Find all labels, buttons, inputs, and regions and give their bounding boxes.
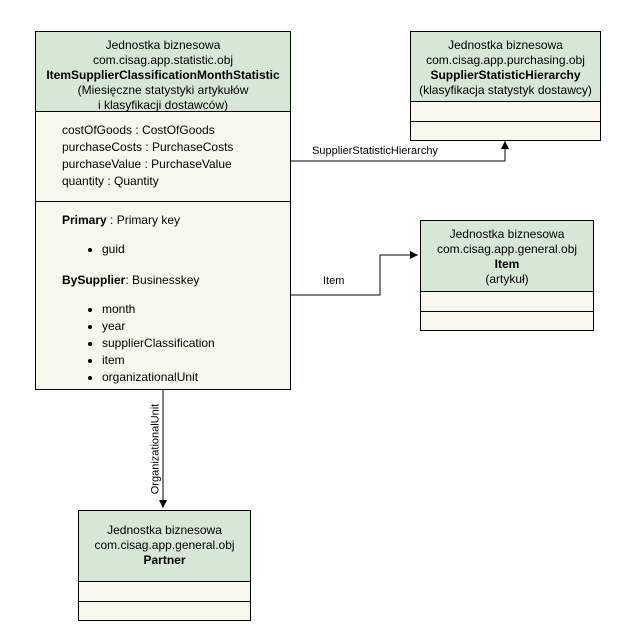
divider: [36, 201, 290, 202]
partner-entity-type: Jednostka biznesowa: [107, 523, 222, 537]
main-entity-header: Jednostka biznesowa com.cisag.app.statis…: [36, 32, 290, 112]
main-entity-keys: Primary : Primary key guid BySupplier: B…: [36, 202, 290, 386]
hierarchy-entity-name: SupplierStatisticHierarchy: [430, 68, 581, 82]
item-entity-header: Jednostka biznesowa com.cisag.app.genera…: [421, 221, 593, 292]
primary-key-label: Primary: [62, 213, 107, 227]
key-item: year: [102, 318, 290, 335]
partner-entity-name: Partner: [143, 553, 186, 567]
main-entity-name: ItemSupplierClassificationMonthStatistic: [46, 68, 280, 82]
edge-item: [291, 251, 418, 296]
hierarchy-entity-box: Jednostka biznesowa com.cisag.app.purcha…: [410, 31, 601, 141]
item-entity-desc: (artykuł): [485, 272, 529, 286]
item-entity-box: Jednostka biznesowa com.cisag.app.genera…: [420, 220, 594, 331]
key-item: guid: [102, 241, 290, 258]
partner-entity-package: com.cisag.app.general.obj: [94, 538, 235, 552]
divider: [79, 601, 250, 602]
main-entity-type: Jednostka biznesowa: [105, 38, 221, 52]
main-entity-attributes: costOfGoods : CostOfGoods purchaseCosts …: [36, 112, 290, 201]
primary-key-list: guid: [62, 241, 290, 258]
attribute: purchaseValue : PurchaseValue: [62, 157, 232, 171]
business-key-label: BySupplier: [62, 273, 126, 287]
edge-label-item: Item: [323, 275, 345, 287]
business-key-suffix: : Businesskey: [125, 273, 200, 287]
partner-entity-box: Jednostka biznesowa com.cisag.app.genera…: [78, 510, 251, 621]
divider: [411, 121, 600, 122]
partner-entity-header: Jednostka biznesowa com.cisag.app.genera…: [79, 511, 250, 582]
main-entity-desc-2: i klasyfikacji dostawców): [97, 98, 229, 112]
key-item: item: [102, 352, 290, 369]
attribute: purchaseCosts : PurchaseCosts: [62, 140, 234, 154]
key-item: organizationalUnit: [102, 369, 290, 386]
hierarchy-entity-type: Jednostka biznesowa: [448, 38, 563, 52]
divider: [421, 311, 593, 312]
item-entity-name: Item: [494, 257, 520, 271]
primary-key-suffix: : Primary key: [106, 213, 181, 227]
attribute: quantity : Quantity: [62, 174, 159, 188]
attribute: costOfGoods : CostOfGoods: [62, 123, 215, 137]
business-key-list: month year supplierClassification item o…: [62, 301, 290, 386]
main-entity-box: Jednostka biznesowa com.cisag.app.statis…: [35, 31, 291, 390]
hierarchy-entity-package: com.cisag.app.purchasing.obj: [426, 53, 585, 67]
main-entity-desc-1: (Miesięczne statystyki artykułów: [77, 83, 249, 97]
main-entity-package: com.cisag.app.statistic.obj: [92, 53, 234, 67]
key-item: month: [102, 301, 290, 318]
item-entity-type: Jednostka biznesowa: [449, 227, 565, 241]
primary-key-heading: Primary : Primary key: [62, 212, 290, 229]
key-item: supplierClassification: [102, 335, 290, 352]
edge-label-org-unit: OrganizationalUnit: [149, 403, 162, 495]
hierarchy-entity-header: Jednostka biznesowa com.cisag.app.purcha…: [411, 32, 600, 102]
edge-label-hierarchy: SupplierStatisticHierarchy: [312, 145, 438, 157]
business-key-heading: BySupplier: Businesskey: [62, 272, 290, 289]
edge-hierarchy: [291, 141, 509, 162]
item-entity-package: com.cisag.app.general.obj: [436, 242, 578, 256]
hierarchy-entity-desc: (klasyfikacja statystyk dostawcy): [419, 83, 592, 97]
